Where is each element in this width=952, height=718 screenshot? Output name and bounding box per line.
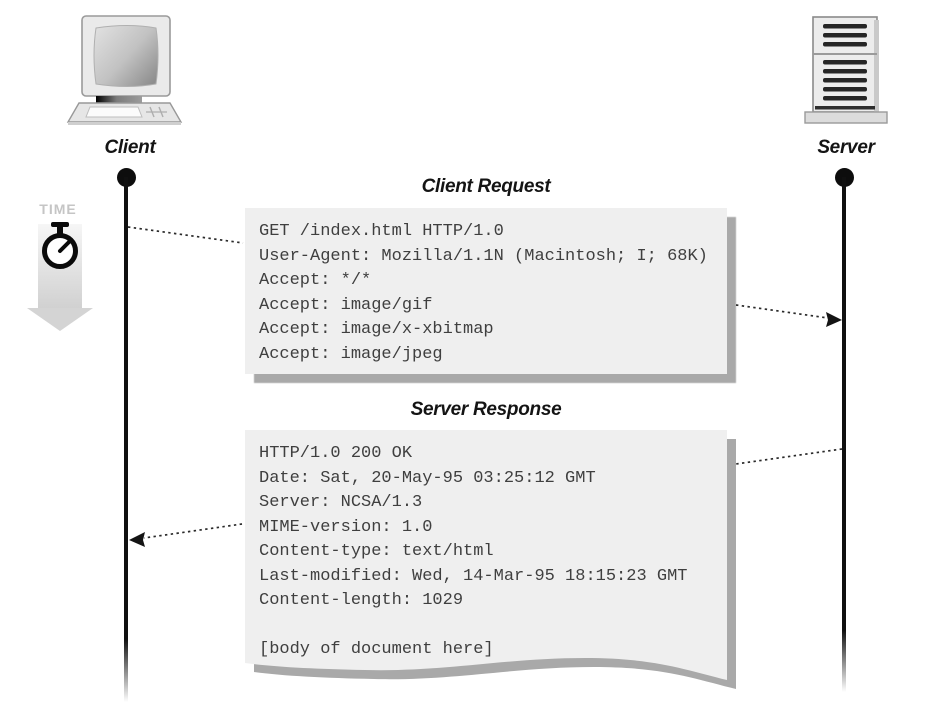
server-timeline [842, 177, 846, 692]
request-start-line [127, 226, 244, 244]
code-line: GET /index.html HTTP/1.0 [259, 222, 504, 241]
response-start-line [735, 448, 843, 465]
code-line [259, 614, 727, 639]
code-line: MIME-version: 1.0 [259, 517, 433, 537]
code-line: User-Agent: Mozilla/1.1N (Macintosh; I; … [259, 246, 708, 266]
code-line: Content-type: text/html [259, 542, 494, 561]
request-title: Client Request [421, 176, 551, 197]
code-line: Content-length: 1029 [259, 591, 464, 610]
response-text-layer: HTTP/1.0 200 OK Date: Sat, 20-May-95 03:2… [245, 430, 727, 663]
response-box [245, 430, 736, 689]
stopwatch-icon [42, 222, 78, 269]
time-label: TIME [39, 201, 77, 217]
server-tower-icon [804, 16, 888, 124]
code-line: Accept: image/x-xbitmap [259, 320, 494, 339]
response-title: Server Response [410, 399, 562, 420]
response-text: HTTP/1.0 200 OK Date: Sat, 20-May-95 03:2… [245, 430, 727, 663]
client-timeline [124, 177, 128, 702]
code-line: [body of document here] [259, 640, 494, 659]
client-computer-icon [66, 15, 183, 125]
code-line: Accept: image/gif [259, 295, 433, 315]
code-line: Server: NCSA/1.3 [259, 493, 423, 512]
response-arrowhead [129, 532, 145, 547]
request-arrowhead [826, 312, 842, 327]
code-line: Accept: image/jpeg [259, 344, 443, 364]
code-line: Last-modified: Wed, 14-Mar-95 18:15:23 G… [259, 566, 688, 586]
code-line: HTTP/1.0 200 OK [259, 444, 413, 463]
code-line: Date: Sat, 20-May-95 03:25:12 GMT [259, 468, 596, 488]
client-label: Client [104, 137, 156, 158]
code-line: Accept: */* [259, 271, 372, 290]
server-label: Server [817, 137, 875, 158]
request-arrow-line [735, 304, 829, 319]
response-arrow-line [143, 523, 243, 539]
